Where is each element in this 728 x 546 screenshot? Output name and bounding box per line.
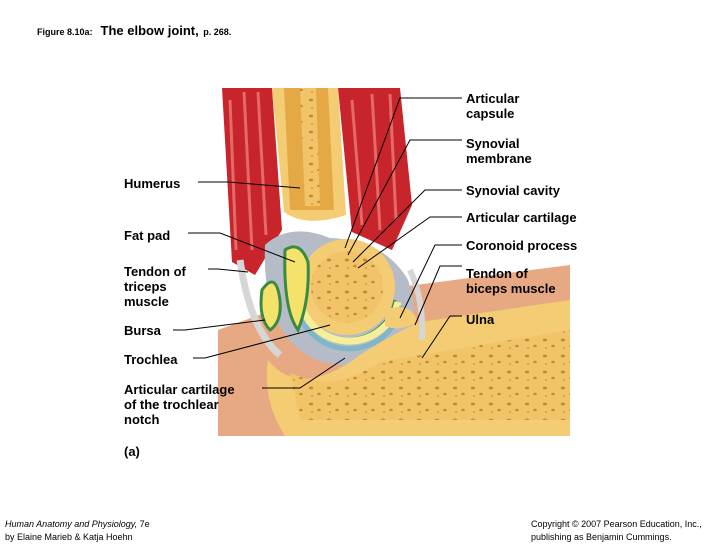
label-articular-capsule: Articular capsule [466,91,519,121]
leader-synovial-cavity [352,189,462,263]
copyright-notice: Copyright © 2007 Pearson Education, Inc.… [531,518,702,544]
label-line: Articular cartilage [124,382,235,397]
leader-tendon-biceps [414,265,462,326]
leader-tendon-triceps [208,268,249,273]
label-tendon-of-triceps: Tendon of triceps muscle [124,264,186,309]
book-authors: by Elaine Marieb & Katja Hoehn [5,532,133,542]
label-line: capsule [466,106,515,121]
figure-title: The elbow joint, [100,23,199,38]
left-leader-lines [173,181,346,389]
leader-ulna [421,315,462,359]
panel-label: (a) [124,444,140,459]
biceps-tendon [407,268,426,341]
label-synovial-membrane: Synovial membrane [466,136,532,166]
label-ulna: Ulna [466,312,495,327]
leader-articular-cartilage [357,216,462,269]
label-line: muscle [124,294,169,309]
label-line: Synovial [466,136,520,151]
label-line: Tendon of [466,266,528,281]
leader-humerus [198,181,301,189]
label-coronoid-process: Coronoid process [466,238,578,253]
label-line: Tendon of [124,264,186,279]
leader-art-cart-trochlear [262,357,346,389]
label-synovial-cavity: Synovial cavity [466,183,560,198]
label-trochlea: Trochlea [124,352,178,367]
label-articular-cartilage-trochlear: Articular cartilage of the trochlear not… [124,382,235,427]
leader-synovial-membrane [347,139,462,256]
leader-bursa [173,319,266,331]
book-edition: 7e [137,519,150,529]
coronoid-process-shape [385,306,418,329]
label-tendon-of-biceps: Tendon of biceps muscle [466,266,556,296]
figure-header: Figure 8.10a: The elbow joint, p. 268. [37,22,231,40]
label-line: membrane [466,151,532,166]
leader-coronoid-process [399,244,462,319]
right-leader-lines [344,97,462,359]
figure-number: Figure 8.10a: [37,27,93,37]
copyright-line: Copyright © 2007 Pearson Education, Inc.… [531,519,702,529]
anatomy-drawing [218,88,570,436]
book-credit: Human Anatomy and Physiology, 7e by Elai… [5,518,150,544]
bursa-shape [259,280,282,332]
label-line: notch [124,412,160,427]
label-bursa: Bursa [124,323,161,338]
label-humerus: Humerus [124,176,181,191]
label-line: triceps [124,279,167,294]
label-line: of the trochlear [124,397,219,412]
publisher-line: publishing as Benjamin Cummings. [531,532,672,542]
leader-articular-capsule [344,97,462,249]
book-title: Human Anatomy and Physiology, [5,519,138,529]
label-fat-pad: Fat pad [124,228,171,243]
label-articular-cartilage: Articular cartilage [466,210,577,225]
leader-fat-pad [188,232,296,263]
label-line: Articular [466,91,520,106]
triceps-tendon [236,259,283,358]
leader-trochlea [193,324,331,359]
page-reference: p. 268. [203,27,232,37]
label-line: biceps muscle [466,281,556,296]
fat-pad-posterior [283,245,310,334]
book-title-line: Human Anatomy and Physiology, 7e [5,518,150,531]
